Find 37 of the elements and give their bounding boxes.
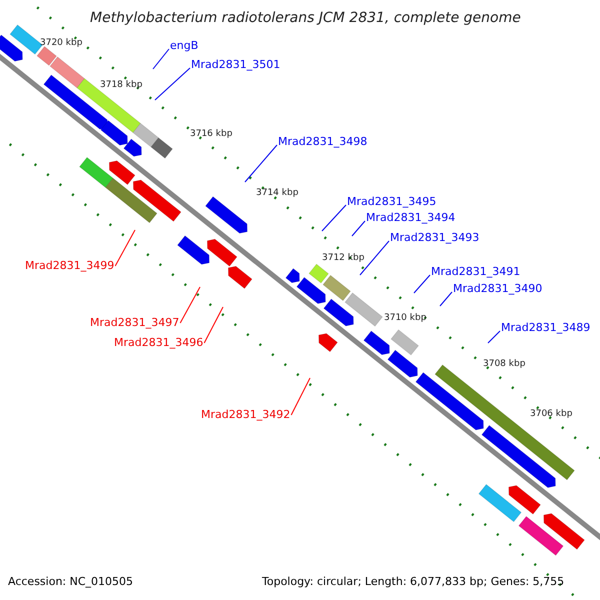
title: Methylobacterium radiotolerans JCM 2831, complete genome	[90, 10, 521, 27]
scale-label: 3708 kbp	[483, 359, 526, 370]
leader-line	[180, 286, 200, 324]
leader-line	[114, 230, 136, 266]
leader-line	[360, 240, 390, 276]
scale-label: 3720 kbp	[40, 38, 82, 49]
gene-label: Mrad2831_3497	[90, 316, 180, 329]
gene-label: engB	[170, 39, 198, 52]
scale-label: 3714 kbp	[256, 188, 298, 199]
leader-line	[290, 378, 310, 416]
scale-label: 3706 kbp	[530, 409, 572, 420]
scale-label: 3718 kbp	[100, 80, 142, 91]
leader-line	[352, 220, 366, 236]
genome-stats-label: Topology: circular; Length: 6,077,833 bp; Genes: 5,755	[262, 575, 564, 588]
scale-label: 3712 kbp	[322, 253, 364, 264]
leader-line	[244, 144, 278, 182]
gene-label: Mrad2831_3496	[114, 336, 204, 349]
gene-label: Mrad2831_3489	[501, 321, 590, 334]
gene-label: Mrad2831_3492	[201, 408, 290, 421]
leader-line	[204, 306, 224, 344]
leader-line	[440, 292, 452, 306]
leader-line	[154, 68, 190, 100]
gene-label: Mrad2831_3491	[431, 265, 520, 278]
gene-label: Mrad2831_3499	[25, 259, 114, 272]
gene-label: Mrad2831_3498	[278, 135, 368, 148]
gene-label: Mrad2831_3495	[347, 195, 436, 208]
scale-label: 3710 kbp	[384, 313, 426, 324]
leader-line	[322, 204, 346, 232]
gene-label: Mrad2831_3490	[453, 282, 542, 295]
gene-label: Mrad2831_3501	[191, 58, 280, 71]
scale-label: 3716 kbp	[190, 129, 232, 140]
leader-line	[488, 330, 500, 344]
leader-line	[152, 48, 170, 70]
leader-line	[414, 274, 430, 294]
gene-label: Mrad2831_3494	[366, 211, 456, 224]
accession-label: Accession: NC_010505	[8, 575, 134, 588]
gene-label: Mrad2831_3493	[390, 231, 480, 244]
